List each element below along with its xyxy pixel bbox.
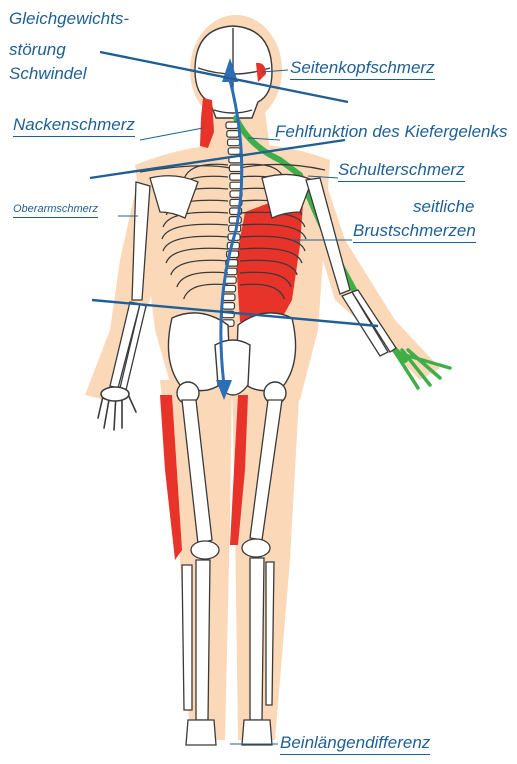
vertebra <box>228 139 240 146</box>
label-balance-1: Gleichgewichts- <box>9 9 129 29</box>
label-side-headache: Seitenkopfschmerz <box>290 58 435 80</box>
leg-bones <box>182 400 282 745</box>
hand-left <box>98 387 136 430</box>
vertebra <box>223 303 235 310</box>
label-lateral: seitliche <box>413 197 474 217</box>
vertebra <box>223 294 235 301</box>
vertebra <box>226 122 238 129</box>
label-balance-2: störung <box>9 40 66 60</box>
label-shoulder-pain: Schulterschmerz <box>338 160 465 182</box>
label-balance-3: Schwindel <box>9 64 87 84</box>
vertebra <box>227 131 239 138</box>
vertebra <box>229 165 241 172</box>
leader-neck <box>140 128 203 140</box>
vertebra <box>224 285 236 292</box>
label-chest-pain: Brustschmerzen <box>353 221 476 243</box>
label-neck-pain: Nackenschmerz <box>13 115 135 137</box>
label-jaw: Fehlfunktion des Kiefergelenks <box>275 122 507 142</box>
vertebra <box>228 148 240 155</box>
label-leg-length: Beinlängendifferenz <box>280 733 430 755</box>
vertebra <box>230 174 242 181</box>
label-upper-arm-pain: Oberarmschmerz <box>13 203 98 218</box>
